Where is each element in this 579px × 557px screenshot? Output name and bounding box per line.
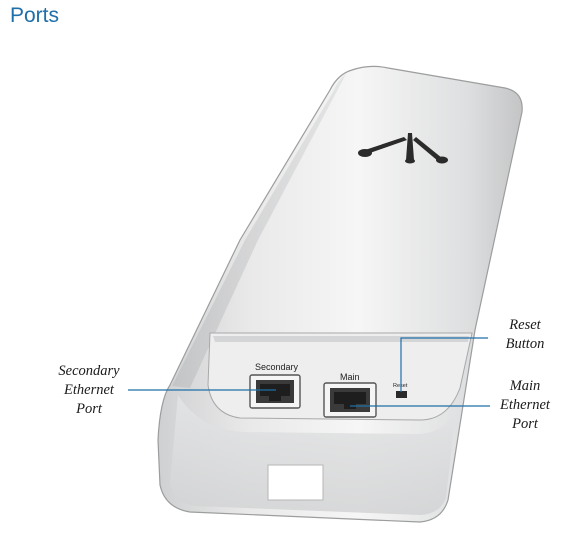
callout-text: Port [512, 416, 538, 432]
callout-text: Secondary [58, 363, 120, 379]
main-ethernet-port [323, 382, 377, 418]
callout-text: Port [76, 401, 102, 417]
device-left-edge [172, 74, 346, 388]
secondary-port-label: Secondary [255, 362, 299, 372]
callout-text: Main [509, 378, 541, 394]
secondary-ethernet-port [249, 374, 301, 409]
reset-button-callout: Reset Button [492, 316, 558, 354]
main-port-label: Main [340, 372, 360, 382]
callout-lines [128, 337, 490, 407]
bottom-label-window [267, 464, 324, 501]
reset-button [396, 391, 407, 398]
callout-text: Reset [509, 317, 541, 333]
main-ethernet-port-callout: Main Ethernet Port [487, 377, 563, 434]
brand-logo [358, 133, 448, 164]
callout-text: Ethernet [64, 382, 114, 398]
callout-text: Ethernet [500, 397, 550, 413]
page-title: Ports [10, 4, 60, 27]
callout-text: Button [505, 336, 545, 352]
secondary-ethernet-port-callout: Secondary Ethernet Port [48, 362, 130, 419]
reset-callout-line [400, 337, 488, 392]
port-panel-shadow [213, 336, 469, 342]
device-lower-face [170, 395, 456, 515]
